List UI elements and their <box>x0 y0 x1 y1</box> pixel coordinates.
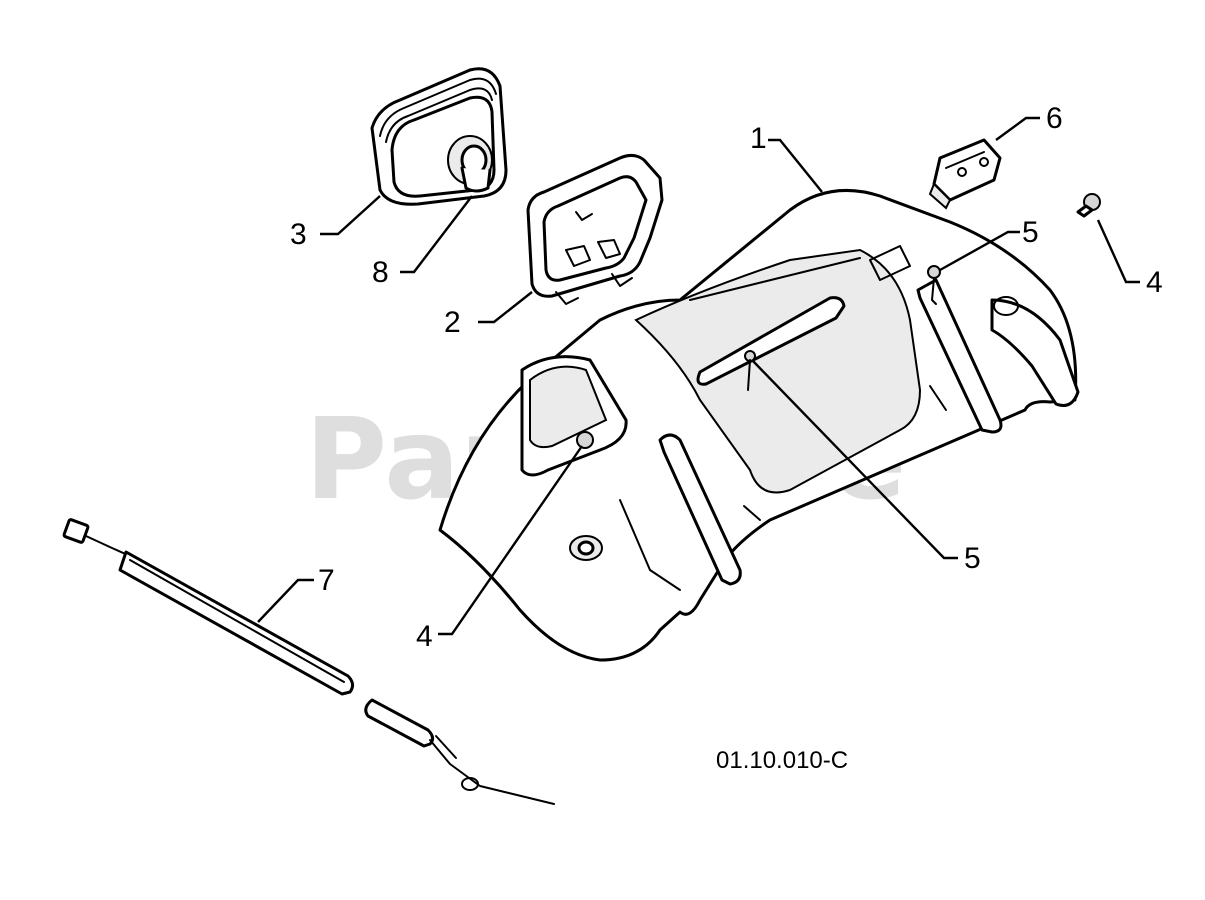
callout-4-right: 4 <box>1146 266 1163 299</box>
part-2-bezel <box>526 153 664 305</box>
part-5-tie-upper <box>927 265 941 305</box>
callout-4-left: 4 <box>416 620 433 653</box>
part-5-tie-lower <box>744 350 756 391</box>
callout-6: 6 <box>1046 102 1063 135</box>
callout-5-lower: 5 <box>964 542 981 575</box>
callout-3: 3 <box>290 218 307 251</box>
part-4-nut-left <box>576 431 594 449</box>
diagram-code: 01.10.010-C <box>716 747 848 774</box>
callout-1: 1 <box>750 122 767 155</box>
part-7-harness <box>62 518 555 805</box>
callout-5-upper: 5 <box>1022 216 1039 249</box>
callout-8: 8 <box>372 256 389 289</box>
callout-2: 2 <box>444 306 461 339</box>
part-6-switch <box>928 138 1002 210</box>
part-4-screw-right <box>1076 193 1101 218</box>
part-1-hood <box>438 189 1080 662</box>
leader-lines <box>257 116 1140 636</box>
part-3-headlight <box>370 67 508 206</box>
callout-7: 7 <box>318 564 335 597</box>
